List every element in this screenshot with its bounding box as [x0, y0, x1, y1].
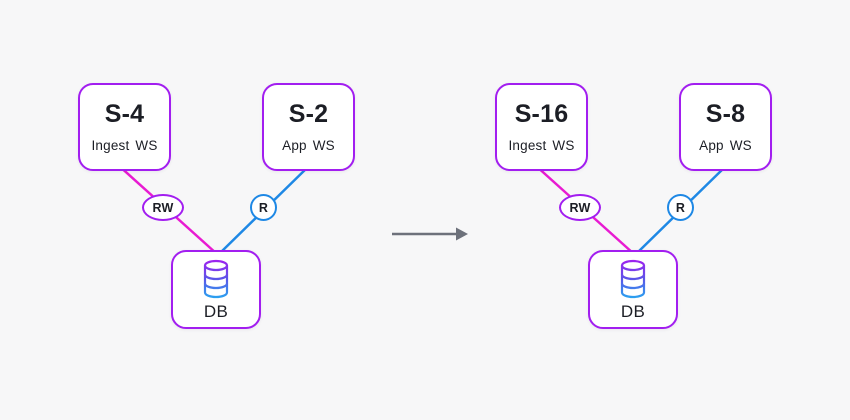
database-icon	[620, 259, 646, 299]
edge-badge-r: R	[667, 194, 694, 221]
edge-badge-rw: RW	[142, 194, 184, 221]
db-label: DB	[620, 302, 646, 321]
edge-lines	[117, 164, 311, 255]
diagram-after: S-16 Ingest WS S-8 App WS	[417, 0, 850, 420]
node-title: S-8	[705, 99, 746, 128]
node-db: DB	[171, 250, 261, 329]
node-subtitle: App WS	[699, 138, 752, 154]
edge-badge-r: R	[250, 194, 277, 221]
db-label: DB	[203, 302, 229, 321]
node-subtitle: Ingest WS	[91, 138, 158, 154]
node-subtitle: Ingest WS	[508, 138, 575, 154]
node-app-ws: S-8 App WS	[679, 83, 772, 171]
arrow-right-icon	[392, 227, 468, 241]
node-title: S-16	[514, 99, 569, 128]
node-subtitle: App WS	[282, 138, 335, 154]
node-ingest-ws: S-16 Ingest WS	[495, 83, 588, 171]
node-title: S-4	[104, 99, 145, 128]
diagram-before: S-4 Ingest WS S-2 App WS	[78, 83, 355, 329]
edge-badge-rw: RW	[559, 194, 601, 221]
database-icon	[203, 259, 229, 299]
node-ingest-ws: S-4 Ingest WS	[78, 83, 171, 171]
node-title: S-2	[288, 99, 329, 128]
node-app-ws: S-2 App WS	[262, 83, 355, 171]
edge-lines	[534, 164, 728, 255]
node-db: DB	[588, 250, 678, 329]
